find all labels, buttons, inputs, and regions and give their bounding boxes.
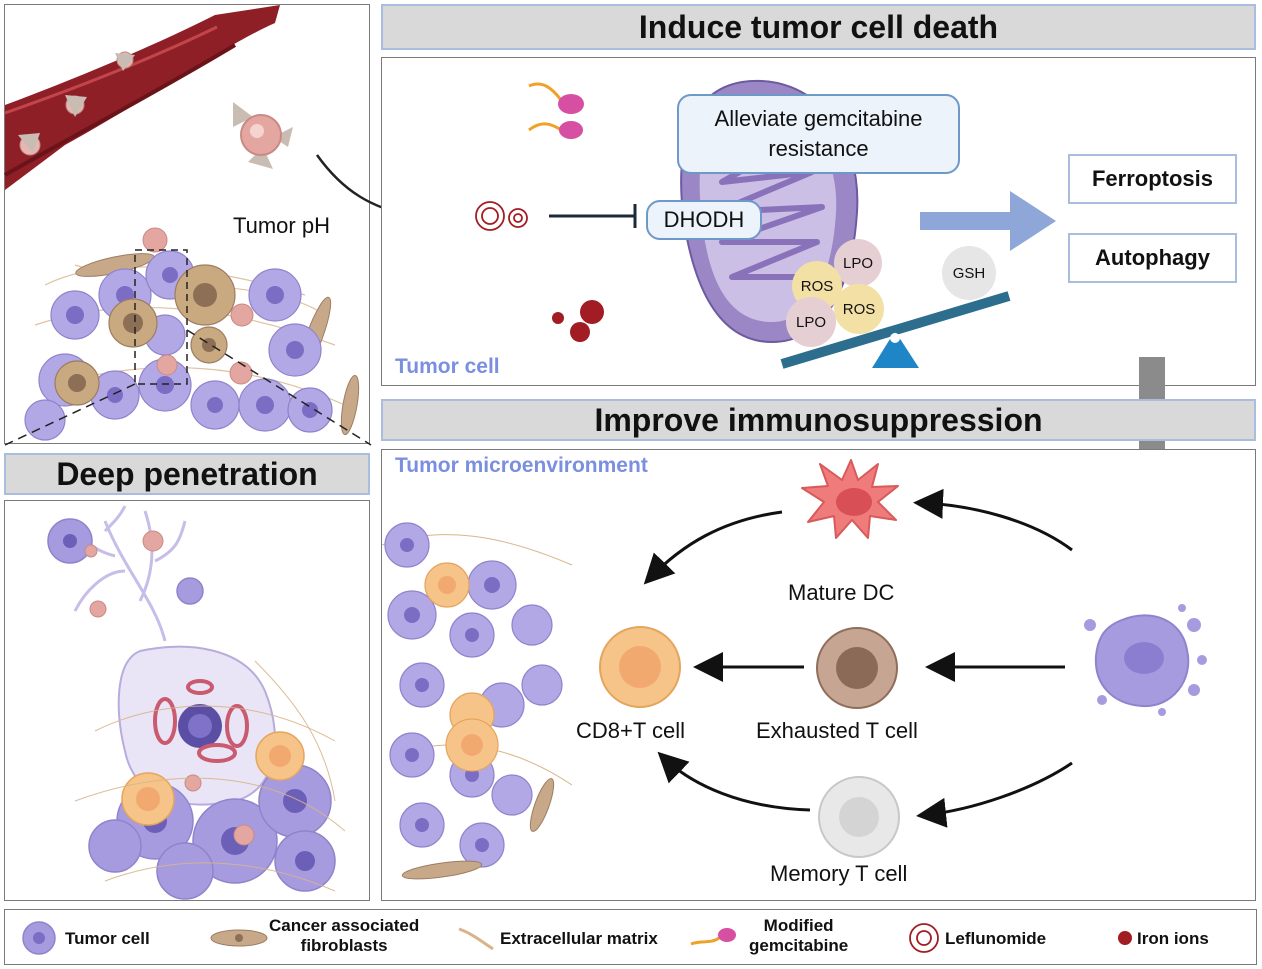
alleviate-resistance-box: Alleviate gemcitabine resistance xyxy=(677,94,960,174)
induce-banner: Induce tumor cell death xyxy=(381,4,1256,50)
legend-gem-line2: gemcitabine xyxy=(749,936,849,955)
legend-caf-line2: fibroblasts xyxy=(300,936,388,955)
legend-caf-line1: Cancer associated xyxy=(269,916,420,935)
tumor-cell-legend-icon xyxy=(22,921,56,955)
legend-tumor-cell: Tumor cell xyxy=(65,929,150,948)
deep-penetration-icon xyxy=(47,505,346,900)
tumor-cell-label: Tumor cell xyxy=(395,355,500,378)
dying-tumor-cell-icon xyxy=(1084,604,1207,716)
tme-panel: Tumor microenvironment Mature DC Exhaust… xyxy=(381,449,1256,901)
modified-gemcitabine-icon xyxy=(528,82,584,139)
dendritic-cell-icon xyxy=(801,459,899,539)
gemcitabine-legend-icon xyxy=(690,928,736,946)
dhodh-box: DHODH xyxy=(646,200,762,240)
ecm-legend-icon xyxy=(458,927,494,951)
ferroptosis-box: Ferroptosis xyxy=(1068,154,1237,204)
t-cell-icon xyxy=(816,627,898,709)
deep-panel xyxy=(4,500,370,901)
lpo-molecule: LPO xyxy=(786,297,836,347)
legend-caf: Cancer associated fibroblasts xyxy=(269,916,419,956)
autophagy-box: Autophagy xyxy=(1068,233,1237,283)
legend-ecm: Extracellular matrix xyxy=(500,929,658,948)
improve-banner: Improve immunosuppression xyxy=(381,399,1256,441)
leflunomide-icon xyxy=(475,201,528,231)
inhibition-icon xyxy=(549,204,637,228)
flow-arrows-icon xyxy=(643,488,1073,828)
mature-dc-label: Mature DC xyxy=(788,580,895,605)
tumor-microenvironment-label: Tumor microenvironment xyxy=(395,454,648,477)
legend: Tumor cell Cancer associated fibroblasts… xyxy=(4,909,1257,965)
exhausted-t-label: Exhausted T cell xyxy=(756,718,918,743)
fibroblast-legend-icon xyxy=(210,929,268,947)
memory-t-cell-icon xyxy=(818,776,900,858)
gsh-molecule: GSH xyxy=(942,246,996,300)
iron-legend-icon xyxy=(1118,931,1132,945)
blood-vessel-icon xyxy=(4,5,280,190)
memory-t-label: Memory T cell xyxy=(770,861,908,886)
legend-gemcitabine: Modified gemcitabine xyxy=(749,916,848,956)
ros-molecule: ROS xyxy=(834,284,884,334)
vessel-panel: Tumor pH xyxy=(4,4,372,446)
cd8-t-cell-icon xyxy=(599,626,681,708)
leflunomide-legend-icon xyxy=(909,923,939,953)
tme-tissue-icon xyxy=(381,522,573,880)
tumor-ph-label: Tumor pH xyxy=(233,213,330,238)
tumor-cell-panel: Alleviate gemcitabine resistance DHODH L… xyxy=(381,57,1256,386)
lpo-molecule: LPO xyxy=(834,239,882,287)
nanoparticle-icon xyxy=(233,102,293,169)
tumor-tissue-icon xyxy=(4,227,372,446)
legend-iron: Iron ions xyxy=(1137,929,1209,948)
legend-leflunomide: Leflunomide xyxy=(945,929,1047,948)
legend-gem-line1: Modified xyxy=(763,916,834,935)
seesaw-icon xyxy=(780,291,1011,369)
arrow-right-icon xyxy=(920,191,1056,251)
cd8-t-label: CD8+T cell xyxy=(576,718,686,743)
deep-banner: Deep penetration xyxy=(4,453,370,495)
iron-ions-icon xyxy=(552,300,604,342)
